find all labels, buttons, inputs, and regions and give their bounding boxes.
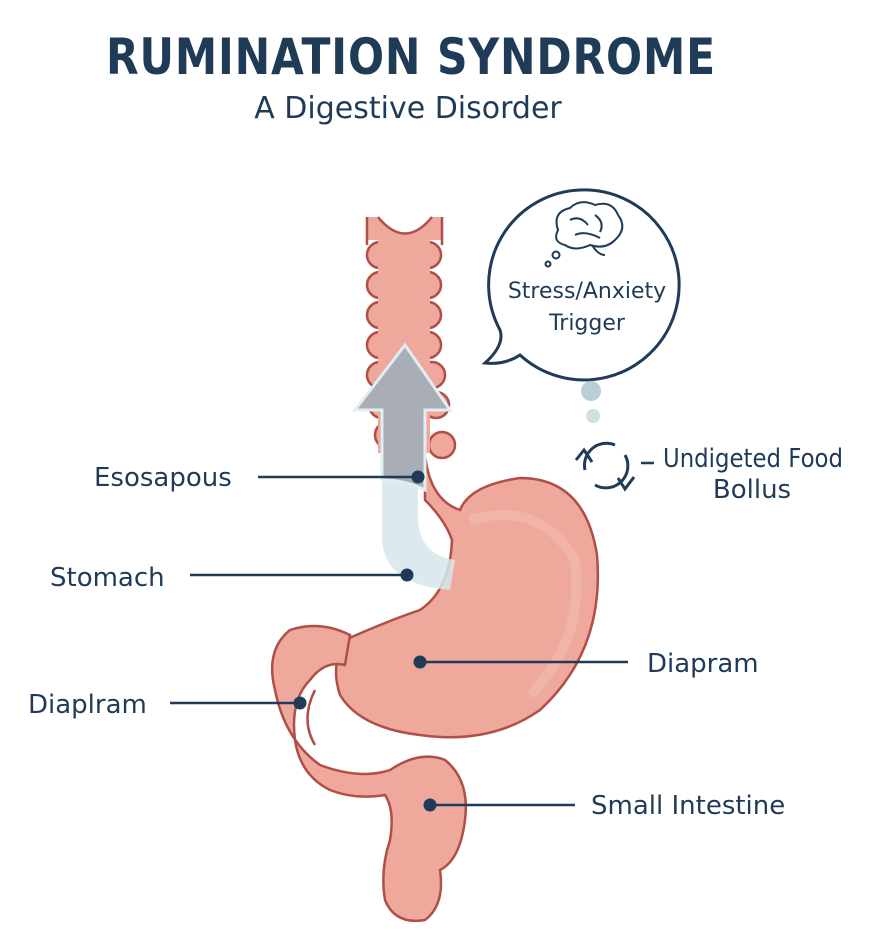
bubble-line1: Stress/Anxiety	[508, 279, 666, 304]
page-title: RUMINATION SYNDROME	[106, 28, 716, 86]
label-esophagus: Esosapous	[94, 463, 425, 493]
cycle-label-line2: Bollus	[713, 475, 791, 505]
page-subtitle: A Digestive Disorder	[254, 91, 562, 126]
label-diaphragm-right: Diapram	[413, 649, 759, 679]
stress-trigger-bubble: Stress/Anxiety Trigger	[481, 188, 681, 423]
bubble-line2: Trigger	[548, 311, 626, 336]
brain-icon	[544, 201, 624, 268]
svg-text:Diapram: Diapram	[647, 649, 759, 679]
small-intestine	[270, 624, 467, 923]
cycle-label-line1: Undigeted Food	[663, 444, 843, 474]
cycle-arrows-icon	[574, 441, 636, 492]
svg-text:Diaplram: Diaplram	[28, 690, 147, 720]
svg-text:Stomach: Stomach	[50, 563, 165, 593]
svg-text:Small Intestine: Small Intestine	[591, 791, 785, 821]
svg-text:Esosapous: Esosapous	[94, 463, 232, 493]
label-stomach: Stomach	[50, 563, 414, 593]
regurgitation-arrow	[351, 342, 455, 590]
label-small-intestine: Small Intestine	[423, 791, 785, 821]
label-diaphragm-left: Diaplram	[28, 690, 307, 720]
stomach-shape	[334, 454, 600, 739]
